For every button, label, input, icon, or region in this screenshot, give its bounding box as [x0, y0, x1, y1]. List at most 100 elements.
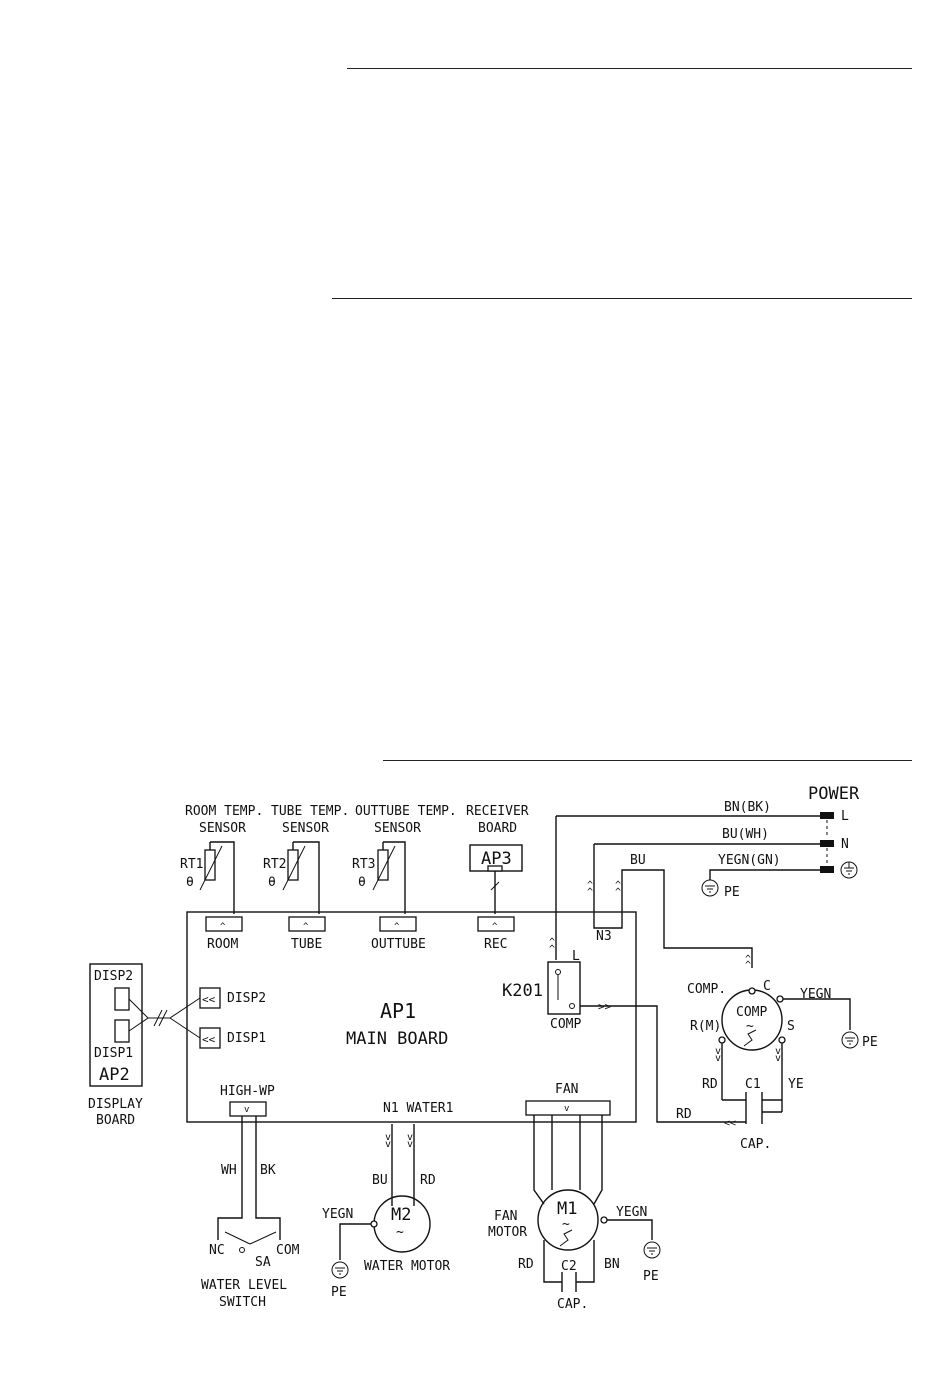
display-board-title: DISPLAY [88, 1097, 143, 1112]
svg-text:^: ^ [549, 944, 555, 955]
svg-text:^: ^ [394, 922, 400, 932]
room-connector [205, 916, 243, 932]
outtube-connector [379, 916, 417, 932]
fan-motor-yegn-label: YEGN [616, 1205, 647, 1220]
svg-text:^: ^ [615, 880, 621, 891]
relay-comp-label: COMP [550, 1017, 581, 1032]
water-motor-ground-icon [331, 1261, 349, 1279]
svg-text:^: ^ [615, 887, 621, 898]
power-pe-ground-icon [701, 879, 719, 897]
main-board-box [186, 911, 637, 1123]
comp-label: COMP. [687, 982, 726, 997]
svg-text:v: v [244, 1105, 249, 1115]
power-bu-label: BU [630, 853, 646, 868]
svg-text:^: ^ [220, 922, 226, 932]
fan-connector [525, 1100, 611, 1116]
fan-motor-ref: M1 [557, 1199, 577, 1219]
outtube-port-label: OUTTUBE [371, 937, 426, 952]
rec-connector [477, 916, 515, 932]
svg-text:v: v [407, 1139, 413, 1150]
water-motor-pe-label: PE [331, 1285, 347, 1300]
disp1-connector [199, 1027, 221, 1049]
water-port-label: N1 WATER1 [383, 1101, 453, 1116]
fan-motor-bn-label: BN [604, 1257, 620, 1272]
tube-sensor-title: TUBE TEMP. [271, 804, 349, 819]
comp-cap-label: CAP. [740, 1137, 771, 1152]
rt3-ref: RT3 [352, 857, 375, 872]
switch-sa-label: SA [255, 1255, 271, 1270]
display-board-ref: AP2 [99, 1065, 130, 1085]
comp-ye-label: YE [788, 1077, 804, 1092]
n3-label: N3 [596, 929, 612, 944]
svg-text:v: v [385, 1132, 391, 1143]
fan-motor-pe-label: PE [643, 1269, 659, 1284]
room-port-label: ROOM [207, 937, 238, 952]
receiver-title: RECEIVER [466, 804, 529, 819]
power-bu-wh-label: BU(WH) [722, 827, 769, 842]
water-motor-rd-label: RD [420, 1173, 436, 1188]
main-board-name: MAIN BOARD [346, 1029, 448, 1049]
display-board-subtitle: BOARD [96, 1113, 135, 1128]
rt2-thermistor [287, 849, 299, 881]
fan-motor-cap-label: CAP. [557, 1297, 588, 1312]
mb-disp2-label: DISP2 [227, 991, 266, 1006]
water-motor-name: WATER MOTOR [364, 1259, 450, 1274]
header-rule-bottom [383, 760, 912, 761]
tube-port-label: TUBE [291, 937, 322, 952]
svg-text:v: v [564, 1104, 569, 1114]
disp2-connector [199, 987, 221, 1009]
display-board-box [89, 963, 143, 1087]
rt1-thermistor [204, 849, 216, 881]
svg-text:~: ~ [562, 1217, 570, 1232]
room-sensor-subtitle: SENSOR [199, 821, 246, 836]
room-sensor-title: ROOM TEMP. [185, 804, 263, 819]
svg-text:^: ^ [587, 880, 593, 891]
fan-motor-subtitle: MOTOR [488, 1225, 527, 1240]
svg-text:^: ^ [303, 922, 309, 932]
fan-motor-icon [537, 1189, 599, 1251]
rt1-ref: RT1 [180, 857, 203, 872]
svg-text:>>: >> [598, 1000, 612, 1013]
rt2-ref: RT2 [263, 857, 286, 872]
rt3-theta: θ [358, 875, 366, 890]
fan-motor-ground-icon [643, 1241, 661, 1259]
svg-text:^: ^ [492, 922, 498, 932]
power-bn-label: BN(BK) [724, 800, 771, 815]
comp-yegn-label: YEGN [800, 987, 831, 1002]
switch-wh-label: WH [221, 1163, 237, 1178]
svg-text:^: ^ [745, 960, 751, 971]
switch-nc-label: NC [209, 1243, 225, 1258]
svg-text:^: ^ [745, 954, 751, 965]
switch-com-label: COM [276, 1243, 300, 1258]
svg-text:<<: << [724, 1118, 736, 1129]
rt2-theta: θ [268, 875, 276, 890]
svg-text:v: v [775, 1053, 781, 1064]
water-motor-ref: M2 [391, 1205, 411, 1225]
comp-c-label: C [763, 979, 771, 994]
svg-text:v: v [715, 1046, 721, 1057]
svg-text:<<: << [202, 1033, 216, 1046]
switch-subtitle: SWITCH [219, 1295, 266, 1310]
power-l-label: L [841, 809, 849, 824]
svg-text:^: ^ [587, 887, 593, 898]
high-wp-connector [229, 1101, 267, 1117]
comp-rd2-label: RD [676, 1107, 692, 1122]
power-title: POWER [808, 784, 860, 804]
svg-text:v: v [775, 1046, 781, 1057]
power-yegn-gn-label: YEGN(GN) [718, 853, 781, 868]
comp-s-label: S [787, 1019, 795, 1034]
svg-text:v: v [385, 1139, 391, 1150]
switch-bk-label: BK [260, 1163, 276, 1178]
svg-text:v: v [407, 1132, 413, 1143]
comp-ground-icon [841, 1031, 859, 1049]
rt1-theta: θ [186, 875, 194, 890]
relay-ref: K201 [502, 981, 543, 1001]
svg-text:~: ~ [746, 1019, 754, 1034]
relay-k201-box [547, 961, 581, 1015]
mb-disp1-label: DISP1 [227, 1031, 266, 1046]
switch-title: WATER LEVEL [201, 1278, 287, 1293]
header-rule-middle [332, 298, 912, 299]
fan-port-label: FAN [555, 1082, 578, 1097]
relay-l-label: L [572, 949, 580, 964]
